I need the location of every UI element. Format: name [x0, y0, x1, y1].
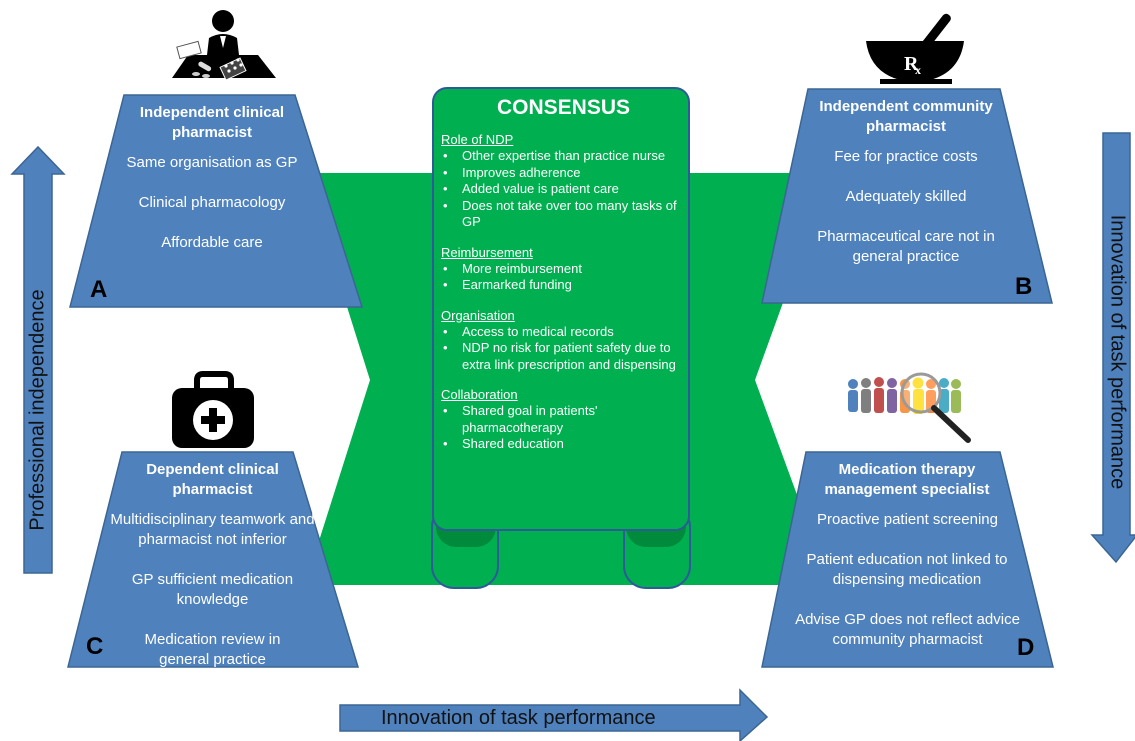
consensus-bullet-item: NDP no risk for patient safety due to ex… — [441, 340, 686, 373]
quadrant-d-letter: D — [1017, 634, 1035, 661]
quadrant-d-item: Proactive patient screening — [817, 511, 998, 528]
quadrant-c-letter: C — [86, 633, 104, 660]
right-innovation-arrow — [1090, 132, 1135, 564]
consensus-panel: CONSENSUS Role of NDPOther expertise tha… — [441, 92, 686, 467]
quadrant-d-text: Medication therapy management specialist… — [780, 460, 1035, 670]
quadrant-b-item: Pharmaceutical care not in general pract… — [817, 228, 995, 265]
consensus-bullet-item: More reimbursement — [441, 261, 686, 278]
consensus-bullet-item: Access to medical records — [441, 324, 686, 341]
bottom-axis-label: Innovation of task performance — [381, 707, 656, 729]
quadrant-d-box — [761, 451, 1054, 668]
quadrant-b-item: Adequately skilled — [845, 188, 967, 205]
consensus-bullet-item: Shared education — [441, 436, 686, 453]
consensus-bullet-item: Improves adherence — [441, 165, 686, 182]
consensus-bullet-item: Earmarked funding — [441, 277, 686, 294]
quadrant-a-item: Affordable care — [161, 234, 263, 251]
consensus-section-list: Access to medical recordsNDP no risk for… — [441, 324, 686, 374]
quadrant-c-title: Dependent clinical pharmacist — [146, 461, 279, 498]
consensus-section-heading: Collaboration — [441, 387, 518, 402]
quadrant-b-box — [761, 88, 1053, 304]
quadrant-b-text: Independent community pharmacist Fee for… — [806, 97, 1006, 287]
consensus-section-heading: Reimbursement — [441, 244, 533, 260]
bottom-innovation-arrow — [339, 688, 769, 741]
first-aid-kit-icon — [172, 371, 254, 448]
quadrant-a-item: Same organisation as GP — [126, 154, 298, 171]
professional-independence-arrow — [10, 145, 66, 574]
consensus-section-list: Other expertise than practice nurseImpro… — [441, 148, 686, 231]
consensus-section-list: More reimbursementEarmarked funding — [441, 261, 686, 294]
quadrant-a-box — [69, 94, 364, 308]
right-axis-label: Innovation of task performance — [1106, 214, 1129, 490]
quadrant-d-item: Advise GP does not reflect advice commun… — [795, 611, 1020, 648]
quadrant-a-item: Clinical pharmacology — [138, 194, 286, 211]
quadrant-c-item: GP sufficient medication knowledge — [131, 571, 294, 608]
left-axis-label: Professional independence — [26, 289, 49, 531]
quadrant-b-letter: B — [1015, 273, 1033, 300]
quadrant-a-letter: A — [90, 276, 108, 303]
pharmacist-at-desk-icon — [172, 10, 276, 81]
consensus-sections: Role of NDPOther expertise than practice… — [441, 132, 686, 453]
consensus-section-heading: Role of NDP — [441, 132, 514, 147]
quadrant-d-title: Medication therapy management specialist — [824, 461, 990, 498]
consensus-title: CONSENSUS — [496, 96, 631, 119]
quadrant-c-item: Multidisciplinary teamwork and pharmacis… — [110, 511, 315, 548]
consensus-section-list: Shared goal in patients' pharmacotherapy… — [441, 403, 686, 453]
svg-text:R: R — [904, 53, 919, 75]
quadrant-a-title: Independent clinical pharmacist — [139, 104, 285, 141]
mortar-pestle-rx-icon: R x — [866, 13, 964, 84]
consensus-section-heading: Organisation — [441, 307, 515, 323]
consensus-bullet-item: Does not take over too many tasks of GP — [441, 198, 686, 231]
people-magnifier-icon — [848, 372, 971, 443]
quadrant-c-box — [67, 451, 360, 668]
quadrant-b-title: Independent community pharmacist — [819, 98, 993, 135]
quadrant-a-text: Independent clinical pharmacist Same org… — [112, 103, 312, 273]
consensus-bullet-item: Shared goal in patients' pharmacotherapy — [441, 403, 686, 436]
quadrant-b-item: Fee for practice costs — [834, 148, 978, 165]
quadrant-c-item: Medication review in general practice — [144, 631, 281, 668]
quadrant-d-item: Patient education not linked to dispensi… — [806, 551, 1008, 588]
quadrant-c-text: Dependent clinical pharmacist Multidisci… — [105, 460, 320, 690]
consensus-bullet-item: Other expertise than practice nurse — [441, 148, 686, 165]
consensus-bullet-item: Added value is patient care — [441, 181, 686, 198]
svg-text:x: x — [915, 63, 921, 77]
